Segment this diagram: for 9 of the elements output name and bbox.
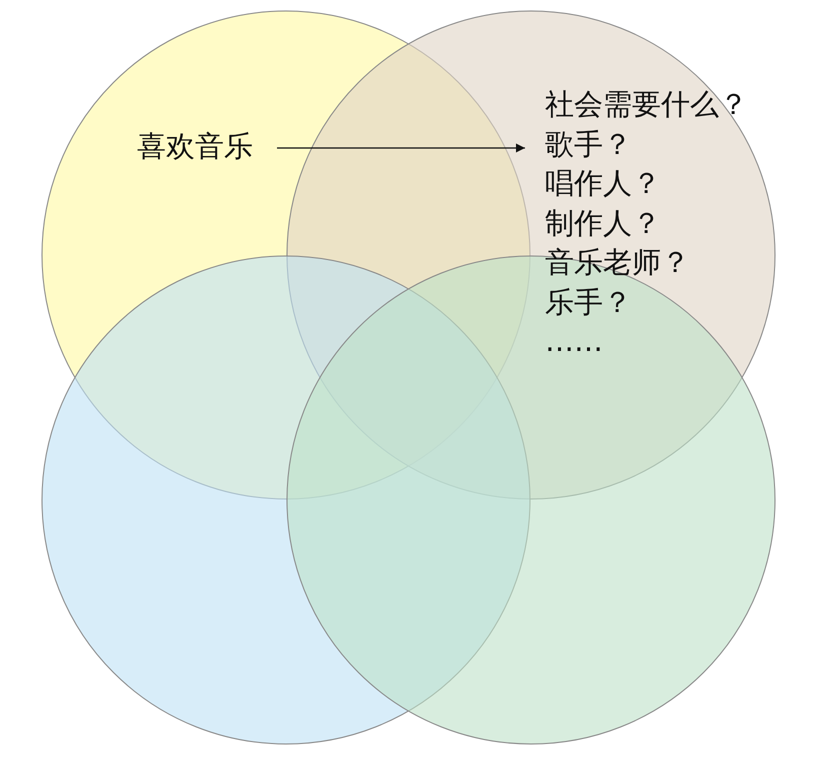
circle-label: 喜欢音乐 — [137, 128, 253, 164]
list-item: …… — [545, 323, 603, 359]
list-item: 音乐老师？ — [545, 244, 690, 280]
arrow — [277, 144, 525, 152]
list-item: 歌手？ — [545, 126, 632, 162]
list-item: 唱作人？ — [545, 165, 661, 201]
list-item: 制作人？ — [545, 204, 661, 240]
question-text: 社会需要什么？ — [545, 86, 748, 122]
list-item: 乐手？ — [545, 284, 632, 320]
